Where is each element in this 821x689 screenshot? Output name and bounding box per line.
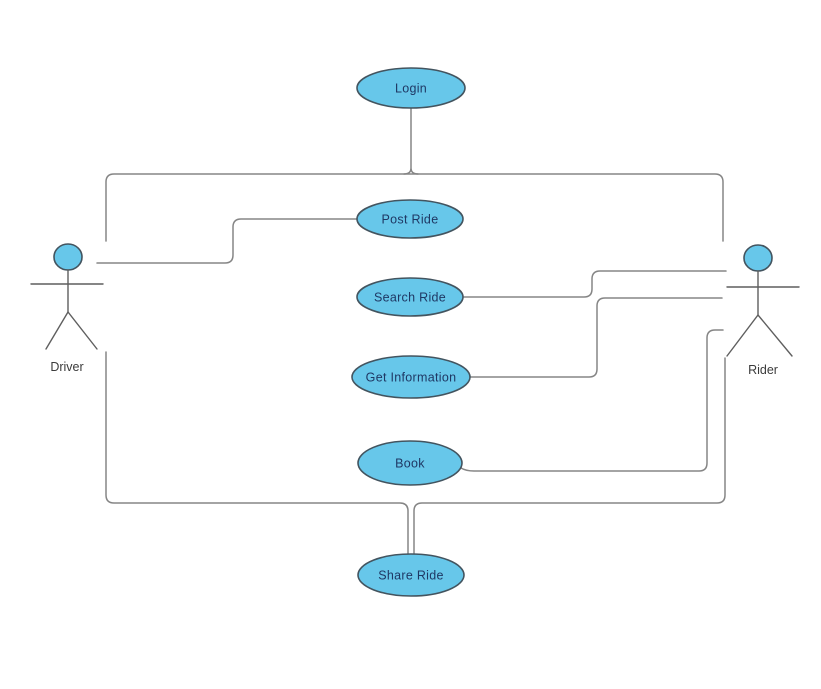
usecase-post-ride[interactable]: Post Ride (356, 199, 464, 239)
association-login-driver-rider (105, 173, 724, 242)
usecase-get-information-ellipse[interactable] (351, 355, 471, 399)
usecase-book-label: Book (395, 457, 425, 471)
association-driver-post-ride (96, 218, 358, 264)
association-rider-share-ride (413, 357, 726, 555)
associations (96, 107, 727, 555)
association-search-ride-rider (463, 270, 727, 298)
actor-driver-legs (45, 310, 98, 350)
association-get-information-rider (469, 297, 723, 378)
usecase-book[interactable]: Book (357, 440, 463, 486)
actor-rider-legs (726, 313, 793, 357)
usecase-search-ride-label: Search Ride (374, 291, 446, 305)
usecase-share-ride-ellipse[interactable] (357, 553, 465, 597)
usecase-login[interactable]: Login (356, 67, 466, 109)
usecase-get-information-label: Get Information (366, 371, 457, 385)
usecase-search-ride[interactable]: Search Ride (356, 277, 464, 317)
usecase-login-label: Login (395, 82, 427, 96)
association-book-rider (460, 329, 724, 472)
actor-driver-label: Driver (50, 360, 83, 374)
actor-rider-label: Rider (748, 363, 778, 377)
usecase-search-ride-ellipse[interactable] (356, 277, 464, 317)
association-login-stem (403, 107, 419, 175)
usecase-share-ride[interactable]: Share Ride (357, 553, 465, 597)
usecase-post-ride-ellipse[interactable] (356, 199, 464, 239)
actor-rider-head[interactable] (743, 244, 773, 272)
usecase-get-information[interactable]: Get Information (351, 355, 471, 399)
actor-rider[interactable]: Rider (726, 244, 800, 377)
usecase-book-ellipse[interactable] (357, 440, 463, 486)
usecase-share-ride-label: Share Ride (378, 569, 444, 583)
association-driver-share-ride (105, 351, 409, 555)
usecase-login-ellipse[interactable] (356, 67, 466, 109)
actor-driver[interactable]: Driver (30, 243, 104, 374)
usecase-post-ride-label: Post Ride (382, 213, 439, 227)
actor-driver-head[interactable] (53, 243, 83, 271)
